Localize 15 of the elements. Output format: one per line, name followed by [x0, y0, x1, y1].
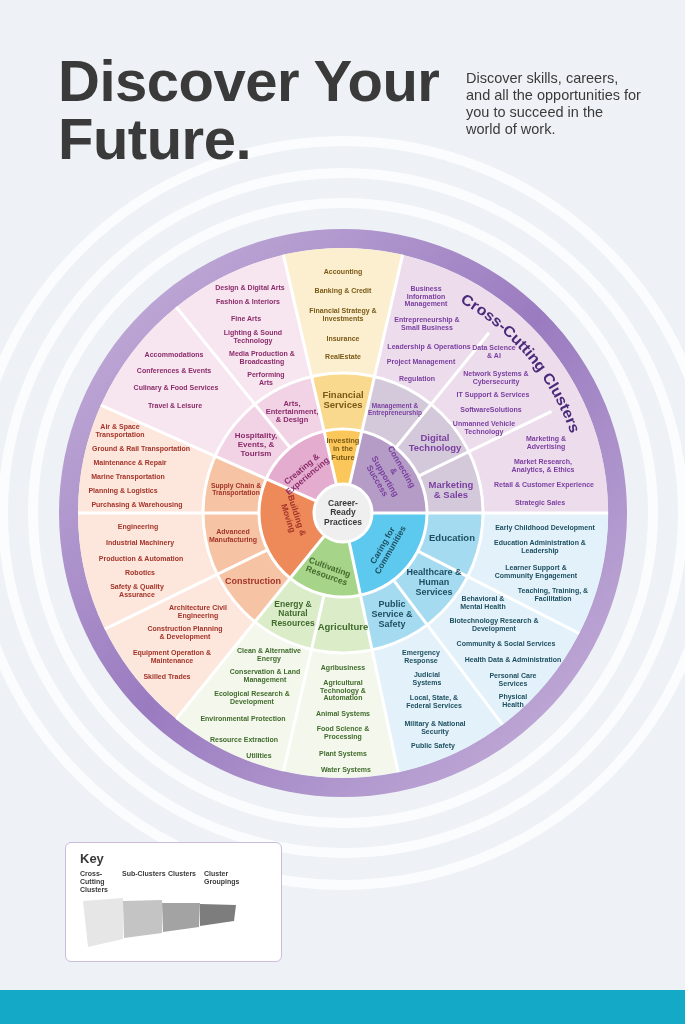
- cluster-label: Marketing & Sales: [427, 479, 475, 501]
- cluster-segment: [203, 513, 268, 575]
- cluster-label: Education: [429, 532, 475, 544]
- page-title: Discover Your Future.: [58, 52, 441, 168]
- cluster-label: Hospitality, Events, & Tourism: [233, 431, 279, 459]
- cluster-label: Public Service & Safety: [370, 600, 414, 630]
- center-label: Career-Ready Practices: [323, 499, 363, 527]
- cluster-label: Agriculture: [317, 621, 369, 633]
- intro-text: Discover skills, careers, and all the opportunities for you to succeed in the world of work.: [466, 70, 641, 138]
- key-heading: Key: [80, 851, 104, 866]
- cluster-label: Construction: [225, 577, 281, 587]
- cluster-label: Financial Services: [321, 389, 365, 411]
- cluster-label: Energy & Natural Resources: [270, 599, 316, 628]
- cluster-segment: [418, 451, 483, 513]
- cluster-label: Healthcare & Human Services: [406, 568, 462, 598]
